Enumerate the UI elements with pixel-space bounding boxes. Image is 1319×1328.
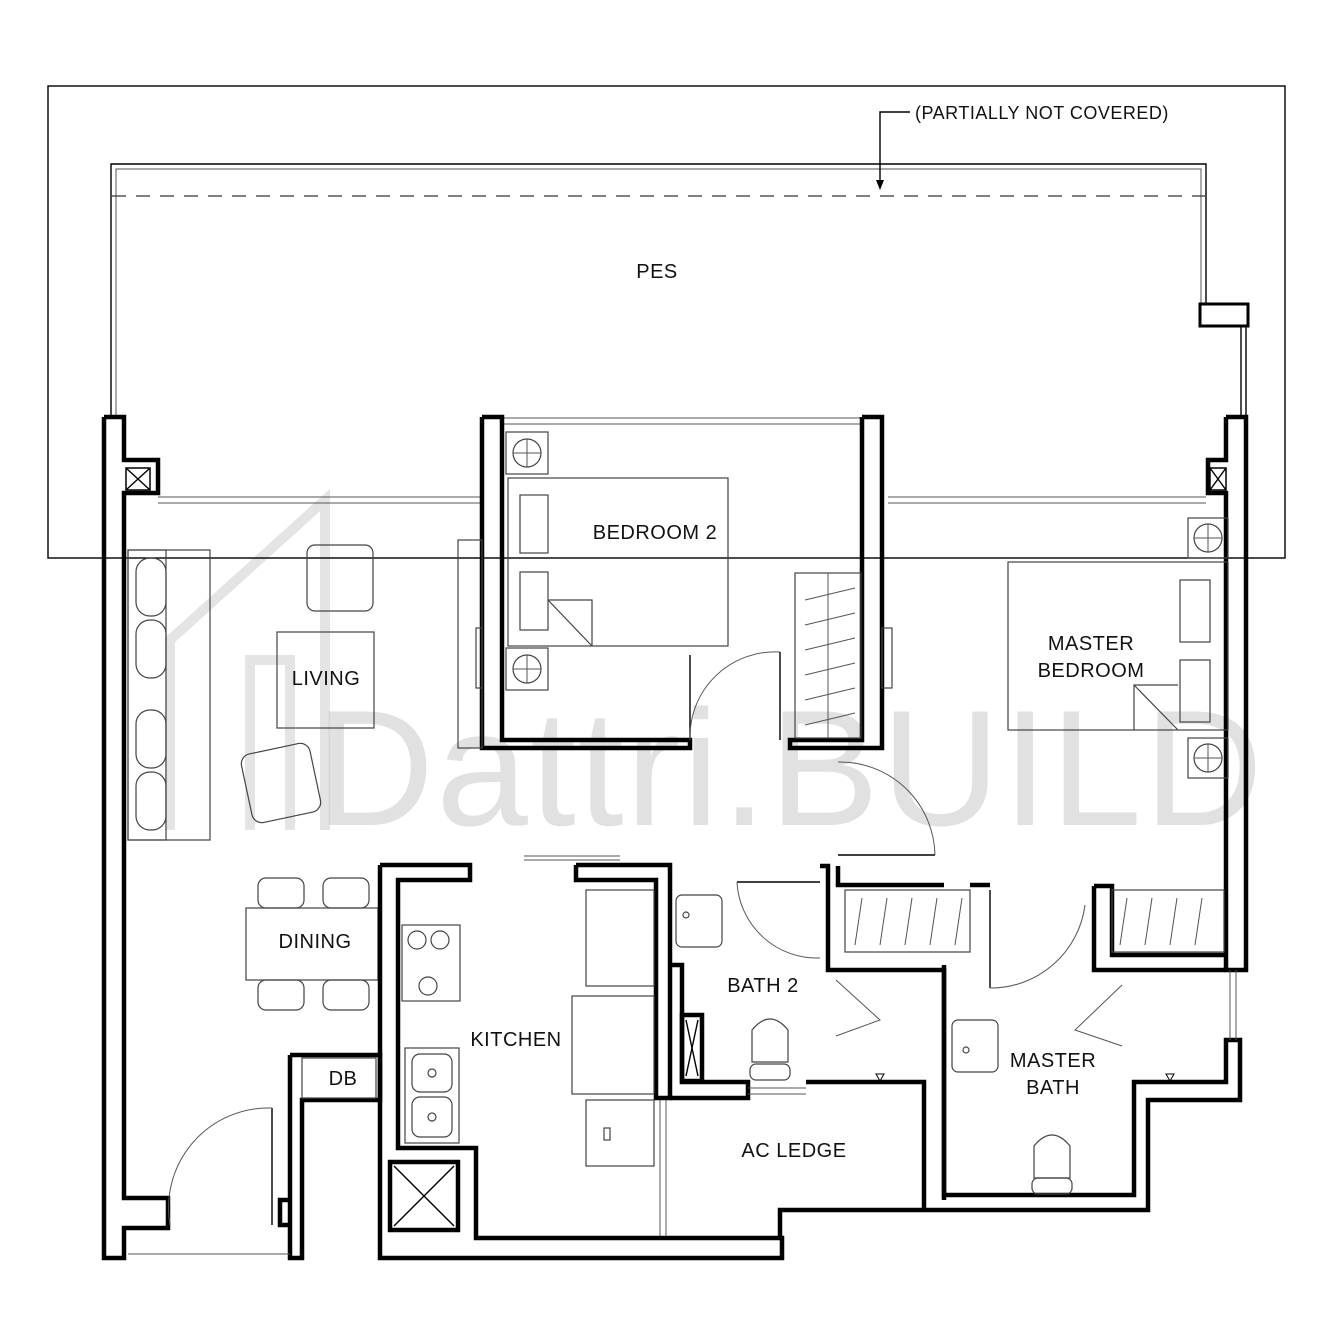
master-bath	[926, 890, 1243, 1213]
pes-inner-boundary	[110, 163, 1207, 415]
bath2-walls	[670, 863, 947, 1240]
room-label-living: LIVING	[292, 668, 361, 690]
room-label-pes: PES	[636, 261, 678, 283]
room-label-master-bedroom-1: MASTER	[1048, 633, 1134, 655]
room-label-master-bath-2: BATH	[1026, 1077, 1080, 1099]
room-label-bedroom2: BEDROOM 2	[593, 522, 718, 544]
room-label-ac-ledge: AC LEDGE	[741, 1140, 846, 1162]
room-label-dining: DINING	[279, 931, 352, 953]
bedroom2-furniture	[475, 431, 893, 741]
pes-column	[1198, 302, 1250, 328]
exterior-walls	[101, 414, 1249, 1261]
master-bedroom	[835, 517, 1229, 973]
pes-note-label: (PARTIALLY NOT COVERED)	[915, 103, 1169, 123]
room-label-master-bedroom-2: BEDROOM	[1038, 660, 1145, 682]
pes-outer-boundary	[47, 85, 1286, 559]
entrance-door	[128, 1107, 290, 1255]
room-label-kitchen: KITCHEN	[470, 1029, 561, 1051]
room-label-bath2: BATH 2	[727, 975, 799, 997]
living-furniture	[127, 539, 483, 841]
room-label-db: DB	[329, 1068, 358, 1090]
room-label-master-bath-1: MASTER	[1010, 1050, 1096, 1072]
kitchen-walls	[287, 855, 785, 1261]
watermark-text: Dattri.BUILD	[315, 676, 1265, 860]
pes-note-leader	[879, 111, 910, 188]
pes-sliding-doors	[158, 417, 1206, 504]
